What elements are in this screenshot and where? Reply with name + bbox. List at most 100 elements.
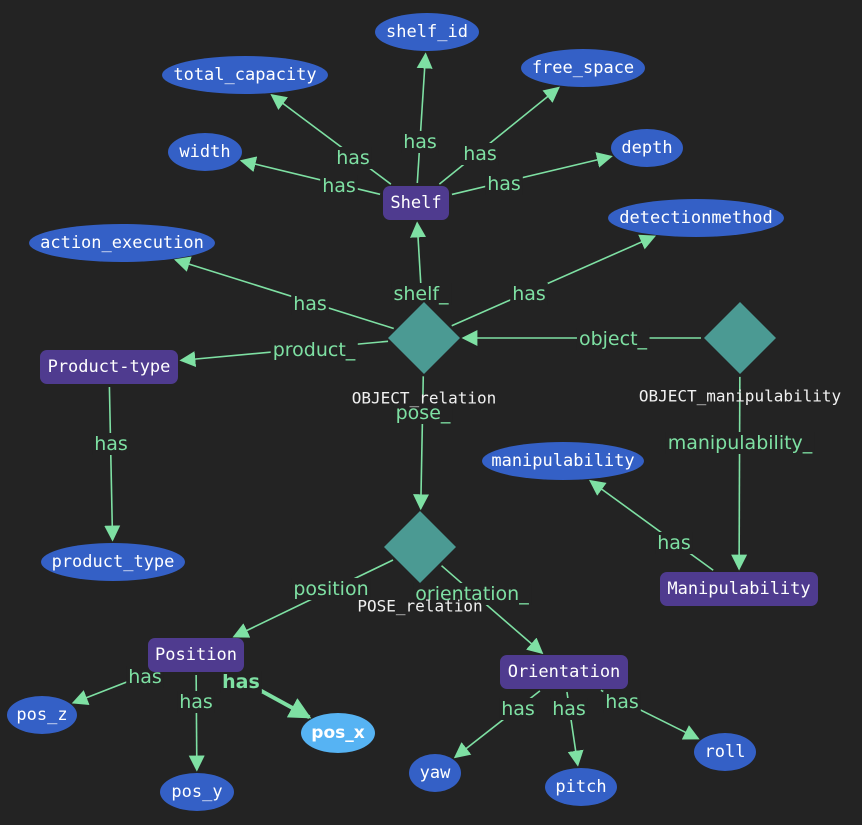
edge-label-bg: [461, 143, 499, 165]
node-label: Shelf: [390, 193, 441, 213]
node-pos-x[interactable]: pos_x: [301, 713, 375, 753]
edge-label-bg: [550, 698, 588, 720]
edge-label-orientation-to-pitch: has: [552, 698, 586, 720]
node-pos-z[interactable]: pos_z: [7, 696, 77, 734]
edge-label-bg: [401, 131, 439, 153]
node-label: Orientation: [508, 662, 621, 682]
node-action-execution[interactable]: action_execution: [29, 224, 215, 262]
edge-label-bg: [413, 583, 532, 605]
edge-label-shelf-to-total_capacity: has: [336, 147, 370, 169]
node-shelf[interactable]: Shelf: [383, 186, 449, 220]
node-shape: [384, 511, 456, 583]
edge-label-object_relation-to-product_type_class: product_: [273, 339, 356, 361]
edge-label-product_type_class-to-product_type_attr: has: [94, 433, 128, 455]
node-pose-relation[interactable]: POSE_relation: [357, 511, 483, 616]
node-shape: [500, 655, 628, 689]
edge-label-bg: [92, 433, 130, 455]
node-manipulability-attr[interactable]: manipulability: [482, 442, 644, 480]
node-shape: [608, 199, 784, 237]
edge-object_manipulability-to-manipulability_class: [731, 376, 748, 571]
node-shape: [704, 302, 776, 374]
node-shape: [168, 133, 242, 171]
node-product-type-class[interactable]: Product-type: [40, 350, 178, 384]
edge-label-bg: [291, 293, 329, 315]
edge-shelf-to-shelf_id: [416, 52, 433, 184]
node-shape: [694, 733, 756, 771]
node-object-relation[interactable]: OBJECT_relation: [352, 302, 497, 408]
edge-label-bg: [510, 283, 548, 305]
node-label: action_execution: [40, 233, 204, 253]
edge-label-orientation-to-yaw: has: [501, 698, 535, 720]
edge-label-bg: [393, 402, 453, 424]
edge-label-object_relation-to-pose_relation: pose_: [396, 402, 451, 424]
node-pos-y[interactable]: pos_y: [160, 773, 234, 811]
edge-label-bg: [177, 691, 215, 713]
node-free-space[interactable]: free_space: [521, 49, 645, 87]
edge-object_relation-to-action_execution: [173, 256, 394, 330]
node-product-type-attr[interactable]: product_type: [41, 543, 185, 581]
node-label: total_capacity: [173, 65, 316, 85]
edge-label-object_relation-to-action_execution: has: [293, 293, 327, 315]
node-label: Product-type: [48, 357, 171, 377]
node-yaw[interactable]: yaw: [409, 754, 461, 792]
node-shape: [383, 186, 449, 220]
node-shape: [162, 56, 328, 94]
edge-label-bg: [334, 147, 372, 169]
edge-shelf-to-depth: [451, 152, 613, 196]
edge-label-pose_relation-to-position: position: [293, 578, 368, 600]
node-total-capacity[interactable]: total_capacity: [162, 56, 328, 94]
edge-product_type_class-to-product_type_attr: [104, 386, 121, 542]
node-manipulability-class[interactable]: Manipulability: [660, 572, 818, 606]
node-roll[interactable]: roll: [694, 733, 756, 771]
node-label: POSE_relation: [357, 597, 482, 616]
edge-label-orientation-to-roll: has: [605, 691, 639, 713]
node-label: shelf_id: [386, 22, 468, 42]
edge-manipulability_class-to-manipulability_attr: [588, 479, 714, 571]
edge-label-position-to-pos_y: has: [179, 691, 213, 713]
edge-label-object_manipulability-to-manipulability_class: manipulability_: [668, 432, 813, 454]
node-label: product_type: [52, 552, 175, 572]
edge-position-to-pos_y: [188, 674, 205, 772]
node-label: roll: [705, 742, 746, 762]
node-shape: [660, 572, 818, 606]
edge-label-bg: [391, 283, 452, 305]
node-label: pos_y: [171, 782, 222, 802]
node-label: pitch: [555, 777, 606, 797]
node-shape: [148, 638, 244, 672]
node-shape: [160, 773, 234, 811]
edge-label-position-to-pos_x: has: [222, 671, 260, 693]
edge-label-bg: [270, 339, 358, 361]
edge-label-shelf-to-depth: has: [487, 173, 521, 195]
edge-label-shelf-to-free_space: has: [463, 143, 497, 165]
edge-label-bg: [291, 578, 371, 600]
node-detectionmethod[interactable]: detectionmethod: [608, 199, 784, 237]
node-label: free_space: [532, 58, 634, 78]
node-depth[interactable]: depth: [611, 129, 683, 167]
edge-shelf-to-total_capacity: [270, 94, 392, 185]
edge-label-bg: [603, 691, 641, 713]
edge-label-bg: [485, 173, 523, 195]
node-shape: [375, 13, 479, 51]
edge-label-bg: [499, 698, 537, 720]
node-position[interactable]: Position: [148, 638, 244, 672]
node-shape: [611, 129, 683, 167]
node-shape: [482, 442, 644, 480]
node-orientation[interactable]: Orientation: [500, 655, 628, 689]
edge-label-bg: [320, 175, 358, 197]
node-label: OBJECT_relation: [352, 389, 497, 408]
edge-label-shelf-to-shelf_id: has: [403, 131, 437, 153]
node-label: pos_z: [16, 705, 67, 725]
node-shelf-id[interactable]: shelf_id: [375, 13, 479, 51]
edge-label-shelf-to-width: has: [322, 175, 356, 197]
edge-label-pose_relation-to-orientation: orientation_: [415, 583, 529, 605]
node-object-manipulability[interactable]: OBJECT_manipulability: [639, 302, 842, 406]
node-label: manipulability: [491, 451, 634, 471]
node-pitch[interactable]: pitch: [545, 768, 617, 806]
edge-label-bg: [576, 328, 650, 350]
node-shape: [545, 768, 617, 806]
node-width[interactable]: width: [168, 133, 242, 171]
node-label: Manipulability: [667, 579, 810, 599]
node-label: depth: [621, 138, 672, 158]
node-label: detectionmethod: [619, 208, 773, 228]
